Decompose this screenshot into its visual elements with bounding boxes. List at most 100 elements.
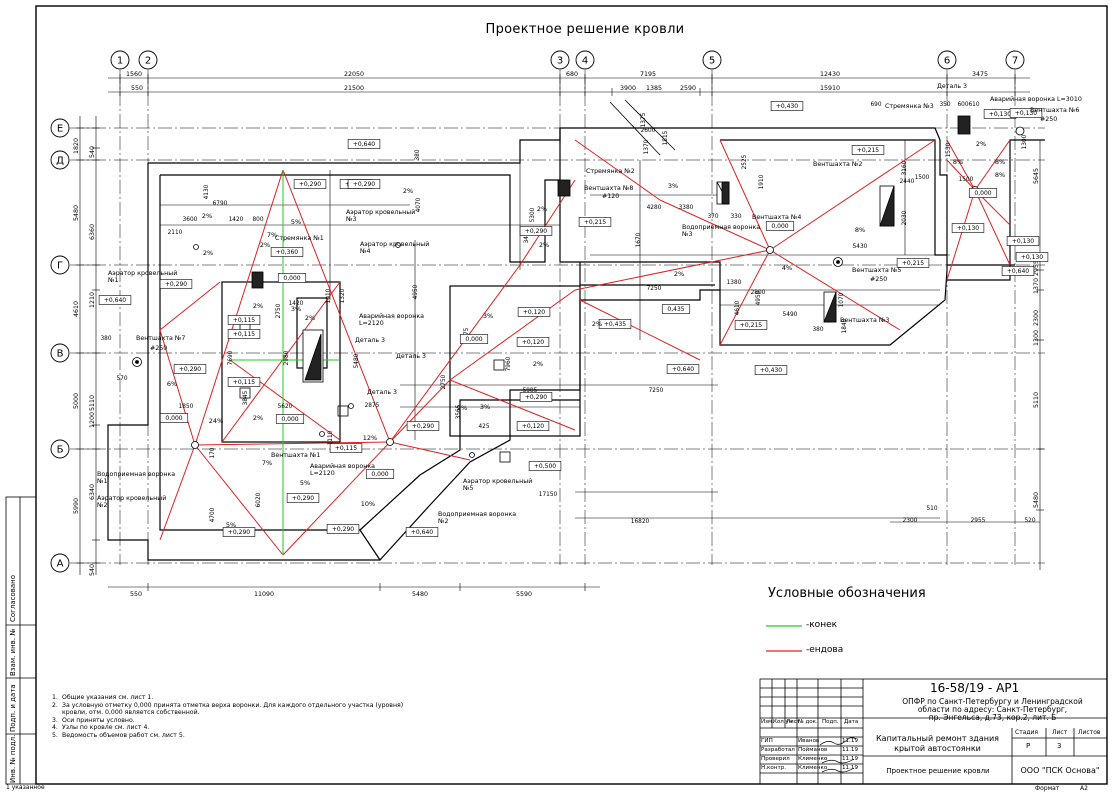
level-box [1006,236,1040,246]
level-box [159,413,189,423]
dimension-value: 1840 [842,318,848,333]
dimension-value: 5620 [278,404,293,410]
level-box [159,279,193,289]
dimension-value: 5110 [89,395,96,411]
axis-bubble [50,118,70,138]
level-box [347,139,381,149]
level-value: +0,215 [902,260,924,267]
dimension-value: 2030 [902,210,908,225]
level-value: +0,640 [353,141,375,148]
dimension-value: 15910 [820,85,840,92]
role-gip: ГИП [761,738,773,744]
level-box [528,461,562,471]
axis-bubble [1005,50,1025,70]
axis-label: Д [56,156,64,167]
dimension-value: 540 [89,146,96,158]
slope-marks: 5%2%7%2%3%2%2%6%24%7%5%10%5%3%3%9%12%2%2… [167,140,1005,529]
axis-label: 6 [944,56,950,67]
level-value: +0,115 [233,331,255,338]
dimension-value: 800 [252,217,263,223]
level-value: +0,130 [957,225,979,232]
dimension-value: 1300 [1022,134,1028,149]
side-stamp [5,496,37,785]
slope-value: 8% [995,171,1005,179]
level-box [286,493,320,503]
dimension-value: 5985 [523,388,538,394]
dimension-value: 2600 [641,128,656,134]
dimension-value: 1850 [179,404,194,410]
dimension-value: 1420 [229,217,244,223]
slope-value: 8% [855,226,865,234]
level-box [896,258,930,268]
axis-bubble [50,343,70,363]
level-box [517,307,551,317]
level-box [98,295,132,305]
format-value: A2 [1080,785,1088,792]
slope-value: 9% [457,404,467,412]
level-box [405,527,439,537]
dimension-value: 1320 [340,288,346,303]
level-box [1009,108,1043,118]
dimension-value: 600 [957,102,968,108]
slope-value: 2% [537,205,547,213]
dimension-value: 2750 [276,303,282,318]
level-value: +0,215 [740,322,762,329]
level-value: 0,000 [371,471,388,478]
slope-value: 2% [533,360,543,368]
dimension-value: 1110 [328,430,334,445]
signatures [819,737,857,773]
role-checker-name: Клименко [798,756,828,762]
sheets-label: Листов [1078,729,1101,736]
roof-contour [107,127,1045,561]
level-box [293,179,327,189]
slope-value: 3% [483,312,493,320]
hdr-doc-no: № док. [798,719,818,725]
hdr-change: Изм. [761,719,774,725]
dimension-value: 7250 [647,286,662,292]
dimension-value: 4610 [735,300,741,315]
dimension-value: 2955 [971,518,986,524]
dimension-value: 3600 [183,217,198,223]
detail-3-label: Деталь 3 [367,389,397,396]
slope-value: 2% [305,314,315,322]
level-value: 0,435 [667,306,684,313]
role-normcontrol-date: 11.19 [842,765,859,771]
level-marks: +0,640+0,290+0,3600,000+0,290+0,115+0,11… [98,101,1049,537]
dimension-value: 5490 [783,312,798,318]
dimension-value: 1815 [663,130,669,145]
level-box [578,217,612,227]
dimension-value: 1500 [959,177,974,183]
format-label: Формат [1035,785,1060,792]
legend-item-ridge: -конек [766,620,926,634]
axis-label: 7 [1012,56,1018,67]
vent-8-size: #120 [602,193,619,200]
slope-value: 2% [203,249,213,257]
level-value: +0,130 [1012,238,1034,245]
axis-label: 2 [145,56,151,67]
object-line-3: пр. Энгельса, д.73, кор.2, лит. Б [928,713,1057,722]
axis-bubble [702,50,722,70]
level-box [227,377,261,387]
valley-lines [159,139,1011,556]
dimension-value: 1370 [644,139,650,154]
level-box [598,319,632,329]
dimension-value: 1210 [89,292,96,308]
dimension-value: 5480 [1033,492,1040,508]
dimension-value: 7960 [506,356,512,371]
level-box [277,273,307,283]
dimension-value: 1070 [839,292,845,307]
level-box [406,421,440,431]
slope-value: 12% [363,434,377,442]
dimension-value: 680 [566,71,578,78]
dimension-value: 380 [415,149,421,160]
stage-label: Стадия [1015,729,1039,736]
level-box [365,469,395,479]
axis-label: В [57,349,64,360]
dimension-value: 540 [89,564,96,576]
axis-label: 4 [582,56,588,67]
work-title-line-1: Капитальный ремонт здания [876,734,999,743]
vent-4-label: Вентшахта №4 [752,214,801,221]
level-value: +0,130 [1021,254,1043,261]
